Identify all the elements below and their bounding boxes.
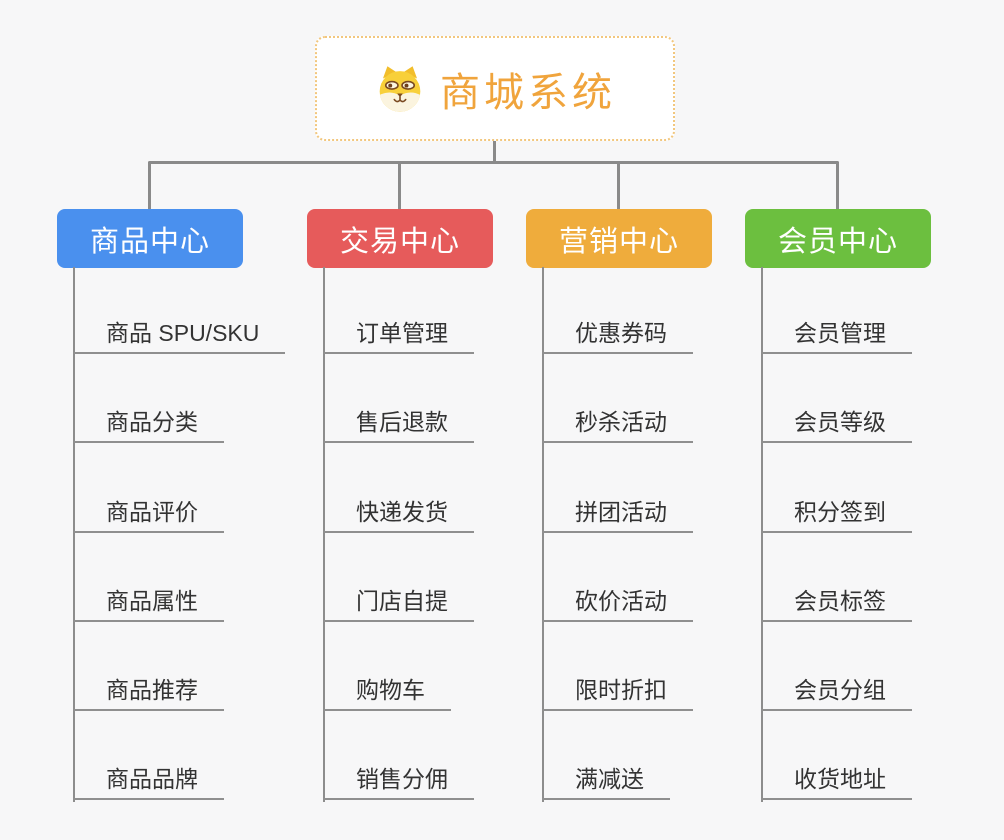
leaf-topic[interactable]: 积分签到 [761, 499, 912, 533]
connector-root-stem [493, 141, 496, 163]
branch-node-trade-center[interactable]: 交易中心 [307, 209, 493, 268]
leaf-topic[interactable]: 购物车 [323, 677, 451, 711]
connector-drop-trade-center [398, 162, 401, 210]
leaf-topic[interactable]: 快递发货 [323, 499, 474, 533]
connector-spine-member-center [761, 267, 763, 802]
root-title: 商城系统 [440, 70, 616, 115]
leaf-topic[interactable]: 秒杀活动 [542, 409, 693, 443]
leaf-topic[interactable]: 商品 SPU/SKU [73, 320, 286, 354]
dog-face-icon [379, 65, 421, 112]
leaf-topic[interactable]: 商品品牌 [73, 766, 224, 800]
leaf-topic[interactable]: 会员标签 [761, 588, 912, 622]
leaf-topic[interactable]: 收货地址 [761, 766, 912, 800]
connector-spine-product-center [73, 267, 75, 802]
leaf-topic[interactable]: 拼团活动 [542, 499, 693, 533]
leaf-topic[interactable]: 商品属性 [73, 588, 224, 622]
branch-node-marketing-center[interactable]: 营销中心 [526, 209, 712, 268]
leaf-topic[interactable]: 门店自提 [323, 588, 474, 622]
leaf-topic[interactable]: 订单管理 [323, 320, 474, 354]
leaf-topic[interactable]: 会员等级 [761, 409, 912, 443]
leaf-topic[interactable]: 会员分组 [761, 677, 912, 711]
branch-node-member-center[interactable]: 会员中心 [745, 209, 931, 268]
connector-trunk [148, 161, 839, 164]
connector-spine-marketing-center [542, 267, 544, 802]
leaf-topic[interactable]: 商品评价 [73, 499, 224, 533]
leaf-topic[interactable]: 售后退款 [323, 409, 474, 443]
connector-drop-product-center [148, 162, 151, 210]
leaf-topic[interactable]: 销售分佣 [323, 766, 474, 800]
connector-drop-member-center [836, 162, 839, 210]
leaf-topic[interactable]: 商品推荐 [73, 677, 224, 711]
leaf-topic[interactable]: 商品分类 [73, 409, 224, 443]
connector-spine-trade-center [323, 267, 325, 802]
branch-node-product-center[interactable]: 商品中心 [57, 209, 243, 268]
leaf-topic[interactable]: 满减送 [542, 766, 670, 800]
leaf-topic[interactable]: 优惠券码 [542, 320, 693, 354]
leaf-topic[interactable]: 砍价活动 [542, 588, 693, 622]
leaf-topic[interactable]: 限时折扣 [542, 677, 693, 711]
leaf-topic[interactable]: 会员管理 [761, 320, 912, 354]
connector-drop-marketing-center [617, 162, 620, 210]
root-node[interactable]: 商城系统 [315, 36, 675, 141]
